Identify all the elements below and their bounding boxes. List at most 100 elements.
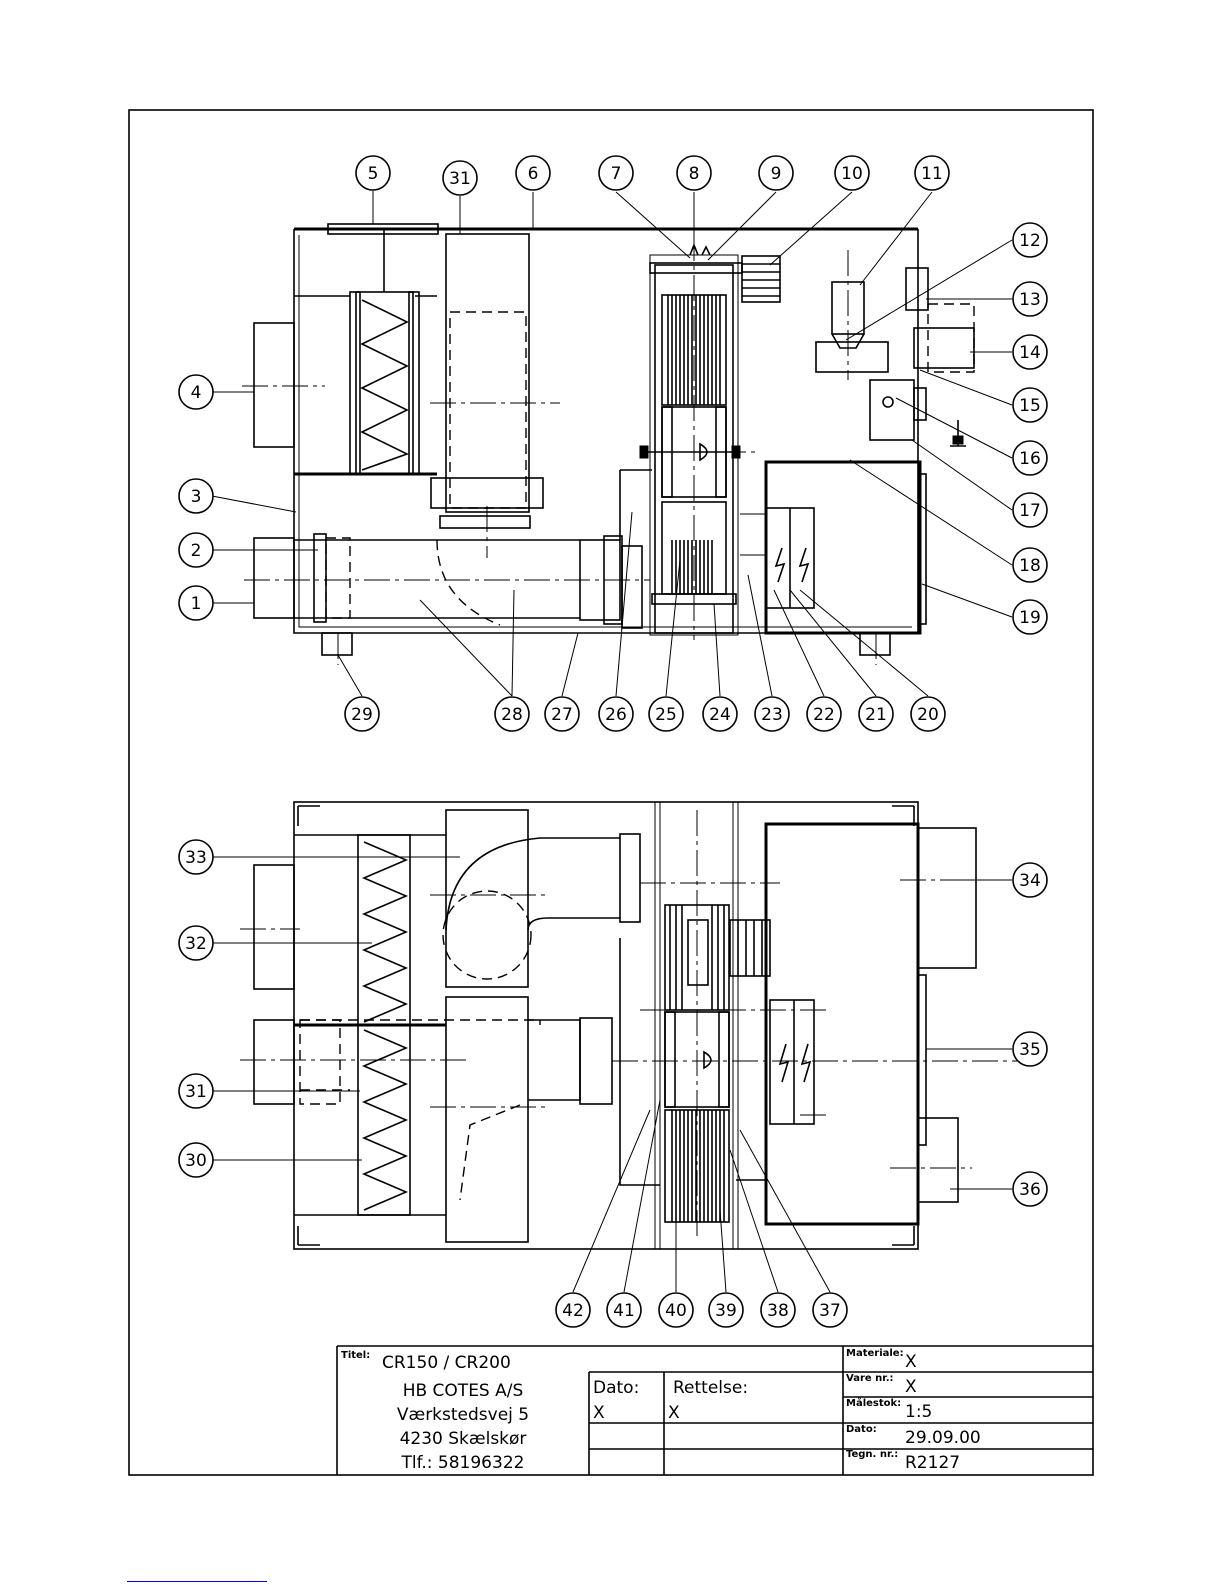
- callout-number: 32: [185, 934, 207, 954]
- callout-9-side: 9: [759, 156, 793, 190]
- callout-number: 13: [1019, 290, 1041, 310]
- callout-number: 24: [709, 705, 731, 725]
- company-line-4: Tlf.: 58196322: [401, 1453, 525, 1473]
- callout-32-plan: 32: [179, 926, 213, 960]
- callout-35-plan: 35: [1013, 1032, 1047, 1066]
- callout-number: 33: [185, 848, 207, 868]
- callout-number: 8: [689, 164, 700, 184]
- field-value-2: X: [905, 1377, 917, 1397]
- callout-number: 30: [185, 1151, 207, 1171]
- callout-13-side: 13: [1013, 282, 1047, 316]
- callout-29-side: 29: [345, 697, 379, 731]
- field-label-4: Dato:: [846, 1424, 877, 1435]
- callout-number: 38: [767, 1301, 789, 1321]
- callout-30-plan: 30: [179, 1143, 213, 1177]
- callout-36-plan: 36: [1013, 1172, 1047, 1206]
- rettelse-value: X: [668, 1403, 680, 1423]
- callout-26-side: 26: [599, 697, 633, 731]
- callout-23-side: 23: [755, 697, 789, 731]
- callout-number: 37: [819, 1301, 841, 1321]
- callout-number: 26: [605, 705, 627, 725]
- dato-header: Dato:: [593, 1378, 639, 1398]
- callout-27-side: 27: [545, 697, 579, 731]
- company-line-1: HB COTES A/S: [403, 1381, 524, 1401]
- callout-5-side: 5: [356, 156, 390, 190]
- callout-3-side: 3: [179, 479, 213, 513]
- callout-11-side: 11: [915, 156, 949, 190]
- callout-15-side: 15: [1013, 388, 1047, 422]
- callout-number: 5: [368, 164, 379, 184]
- callout-number: 31: [449, 169, 471, 189]
- callout-42-plan: 42: [556, 1293, 590, 1327]
- plan-view: [240, 802, 1030, 1249]
- callout-37-plan: 37: [813, 1293, 847, 1327]
- callout-number: 31: [185, 1082, 207, 1102]
- callout-number: 35: [1019, 1040, 1041, 1060]
- callout-number: 19: [1019, 608, 1041, 628]
- title-value: CR150 / CR200: [382, 1353, 511, 1373]
- callout-38-plan: 38: [761, 1293, 795, 1327]
- callout-8-side: 8: [677, 156, 711, 190]
- callout-10-side: 10: [835, 156, 869, 190]
- callout-41-plan: 41: [607, 1293, 641, 1327]
- callouts: [212, 191, 1012, 1292]
- field-label-1: Materiale:: [846, 1348, 904, 1359]
- callout-number: 40: [665, 1301, 687, 1321]
- callout-number: 29: [351, 705, 373, 725]
- callout-number: 34: [1019, 871, 1041, 891]
- callout-22-side: 22: [807, 697, 841, 731]
- callout-17-side: 17: [1013, 493, 1047, 527]
- callout-number: 12: [1019, 231, 1041, 251]
- callout-number: 42: [562, 1301, 584, 1321]
- side-section-view: [242, 224, 974, 665]
- rettelse-header: Rettelse:: [673, 1378, 748, 1398]
- callout-number: 4: [191, 383, 202, 403]
- company-line-2: Værkstedsvej 5: [397, 1405, 529, 1425]
- drawing-frame: [129, 110, 1093, 1475]
- callout-21-side: 21: [859, 697, 893, 731]
- field-value-4: 29.09.00: [905, 1428, 981, 1448]
- callout-number: 1: [191, 594, 202, 614]
- callout-1-side: 1: [179, 586, 213, 620]
- company-line-3: 4230 Skælskør: [400, 1429, 527, 1449]
- callout-20-side: 20: [911, 697, 945, 731]
- callout-16-side: 16: [1013, 441, 1047, 475]
- field-label-5: Tegn. nr.:: [846, 1449, 898, 1460]
- title-label: Titel:: [341, 1350, 370, 1361]
- callout-number: 36: [1019, 1180, 1041, 1200]
- callout-number: 2: [191, 541, 202, 561]
- callout-19-side: 19: [1013, 600, 1047, 634]
- callout-number: 3: [191, 487, 202, 507]
- callout-number: 41: [613, 1301, 635, 1321]
- callout-number: 20: [917, 705, 939, 725]
- callout-12-side: 12: [1013, 223, 1047, 257]
- dato-value: X: [593, 1403, 605, 1423]
- callout-number: 25: [655, 705, 677, 725]
- callout-34-plan: 34: [1013, 863, 1047, 897]
- callout-7-side: 7: [599, 156, 633, 190]
- field-value-1: X: [905, 1352, 917, 1372]
- callout-33-plan: 33: [179, 840, 213, 874]
- callout-number: 27: [551, 705, 573, 725]
- callout-number: 22: [813, 705, 835, 725]
- callout-28-side: 28: [495, 697, 529, 731]
- callout-number: 16: [1019, 449, 1041, 469]
- callout-number: 7: [611, 164, 622, 184]
- callout-31-side: 31: [443, 161, 477, 195]
- callout-2-side: 2: [179, 533, 213, 567]
- field-label-3: Målestok:: [846, 1396, 901, 1409]
- callout-40-plan: 40: [659, 1293, 693, 1327]
- field-value-3: 1:5: [905, 1402, 932, 1422]
- callout-number: 11: [921, 164, 943, 184]
- callout-number: 6: [528, 164, 539, 184]
- callout-number: 39: [715, 1301, 737, 1321]
- callout-6-side: 6: [516, 156, 550, 190]
- field-value-5: R2127: [905, 1453, 960, 1473]
- callout-number: 17: [1019, 501, 1041, 521]
- callout-number: 10: [841, 164, 863, 184]
- callout-4-side: 4: [179, 375, 213, 409]
- field-label-2: Vare nr.:: [846, 1373, 894, 1384]
- callout-number: 18: [1019, 556, 1041, 576]
- callout-number: 28: [501, 705, 523, 725]
